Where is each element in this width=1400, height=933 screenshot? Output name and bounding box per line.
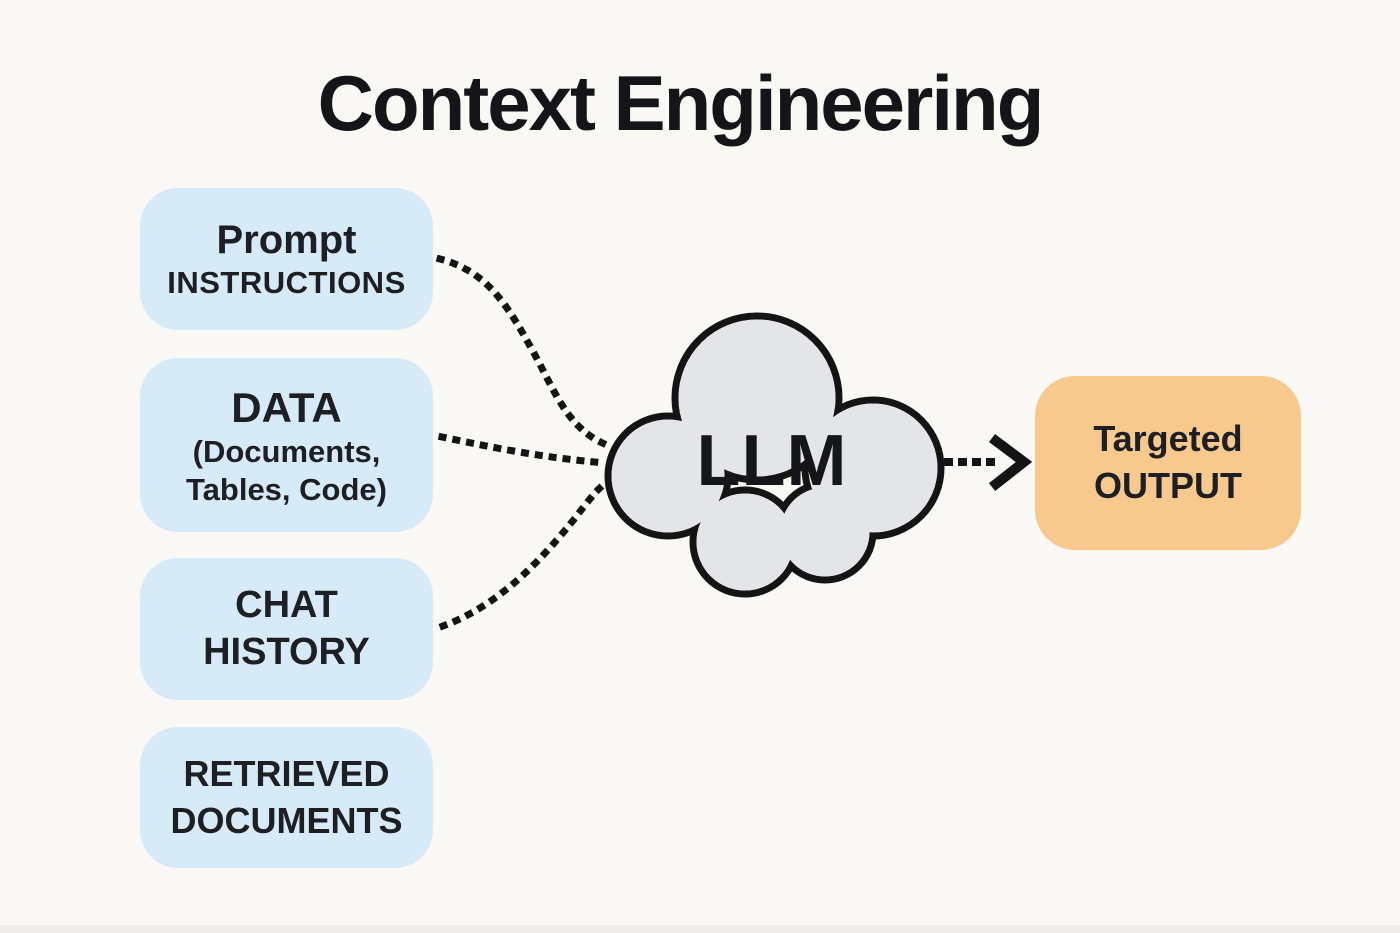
data-sublabel-line1: (Documents,: [192, 434, 381, 470]
connector-chat-history-to-llm: [438, 474, 617, 631]
input-box-retrieved-documents: RETRIEVED DOCUMENTS: [140, 727, 433, 868]
bottom-strip: [0, 925, 1400, 933]
data-label: DATA: [231, 384, 342, 432]
arrowhead-icon: [988, 434, 1033, 492]
input-box-chat-history: CHAT HISTORY: [140, 558, 433, 700]
page-title: Context Engineering: [317, 59, 1045, 147]
chat-history-label-line1: CHAT: [235, 583, 338, 626]
prompt-label: Prompt: [216, 217, 357, 262]
output-label-line1: Targeted: [1093, 418, 1243, 460]
llm-cloud-fill: [611, 319, 938, 591]
retrieved-documents-label-line2: DOCUMENTS: [170, 799, 403, 841]
connector-data-to-llm: [437, 432, 610, 467]
llm-label: LLM: [696, 421, 848, 501]
output-box: Targeted OUTPUT: [1035, 376, 1301, 550]
chat-history-label-line2: HISTORY: [203, 631, 370, 673]
output-label-line2: OUTPUT: [1094, 465, 1242, 506]
input-box-data: DATA (Documents, Tables, Code): [140, 358, 433, 532]
prompt-sublabel: INSTRUCTIONS: [167, 265, 406, 301]
connector-prompt-to-llm: [435, 254, 617, 452]
retrieved-documents-label-line1: RETRIEVED: [183, 752, 390, 794]
data-sublabel-line2: Tables, Code): [186, 471, 387, 507]
input-box-prompt: Prompt INSTRUCTIONS: [140, 188, 433, 330]
